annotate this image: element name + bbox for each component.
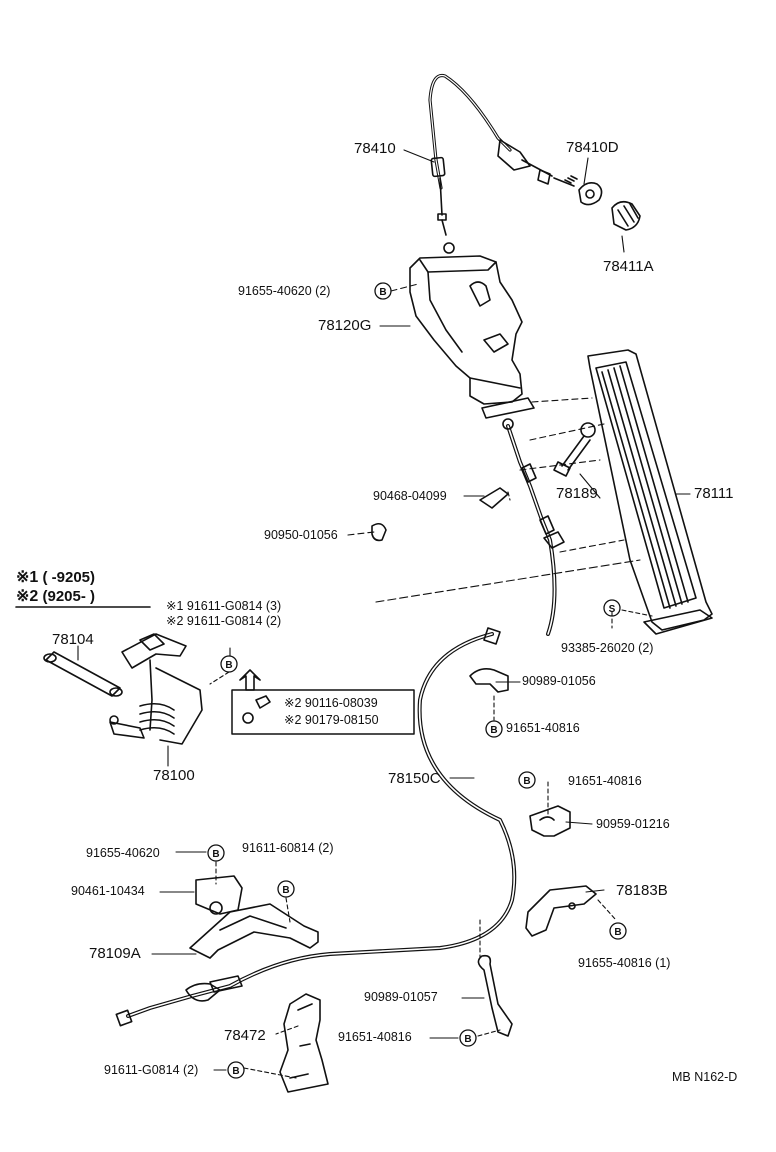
cable-78410: [428, 73, 578, 254]
label-91655-40620: 91655-40620: [86, 846, 160, 860]
label-90959-01216: 90959-01216: [596, 817, 670, 831]
label-91651-40816-b: 91651-40816: [568, 774, 642, 788]
pedal-lever-78120G: [409, 255, 535, 419]
badge-b-text: B: [523, 776, 530, 787]
clip-90989-01057: [477, 954, 513, 1037]
stopper-78189: [553, 422, 596, 477]
label-78183B: 78183B: [616, 882, 668, 899]
label-90950-01056: 90950-01056: [264, 528, 338, 542]
bracket-78109A: [189, 903, 319, 959]
label-78104: 78104: [52, 631, 94, 648]
label-78411A: 78411A: [603, 258, 654, 275]
clip-90950: [371, 522, 387, 542]
diagram-code: MB N162-D: [672, 1070, 738, 1084]
label-91611-g0814-2: ※2 91611-G0814 (2): [166, 614, 282, 628]
label-90179-08150: ※2 90179-08150: [284, 713, 379, 727]
badge-b-text: B: [379, 287, 386, 298]
clamp-90959-01216: [529, 805, 571, 837]
legend-row-2: ※2 (9205- ): [16, 589, 95, 605]
label-90461-10434: 90461-10434: [71, 884, 145, 898]
badge-b-text: B: [232, 1066, 239, 1077]
label-78189: 78189: [556, 485, 598, 502]
pedal-pad-78111: [587, 349, 713, 635]
label-91655-40620-2: 91655-40620 (2): [238, 284, 331, 298]
badge-s-icon: [603, 599, 621, 617]
label-90989-01056: 90989-01056: [522, 674, 596, 688]
leader-lines: [77, 149, 691, 1079]
label-78120G: 78120G: [318, 317, 372, 334]
label-90116-08039: ※2 90116-08039: [284, 696, 378, 710]
clip-78410D: [578, 182, 603, 206]
legend-text-1: ( -9205): [42, 569, 96, 586]
legend-row-1: ※1 ( -9205): [16, 570, 95, 586]
legend-mark-2: ※2: [16, 588, 39, 605]
nut-90179: [242, 712, 254, 724]
legend-text-2: (9205- ): [42, 588, 96, 605]
label-93385-26020: 93385-26020 (2): [561, 641, 654, 655]
label-91611-g0814-3: ※1 91611-G0814 (3): [166, 599, 282, 613]
badge-b-text: B: [464, 1034, 471, 1045]
label-78472: 78472: [224, 1027, 266, 1044]
badge-b-text: B: [490, 725, 497, 736]
label-78410: 78410: [354, 140, 396, 157]
clamp-90989-01056: [469, 668, 509, 693]
arrow-icon: [239, 669, 261, 691]
badge-s-text: S: [609, 604, 616, 615]
badge-b-icon: [207, 282, 627, 1079]
clip-90468: [479, 487, 509, 509]
retainer-90461: [195, 875, 243, 915]
bolt-90116: [255, 695, 271, 709]
grommet-78411A: [611, 200, 641, 231]
label-78100: 78100: [153, 767, 195, 784]
label-78410D: 78410D: [566, 139, 619, 156]
badge-b-text: B: [614, 927, 621, 938]
label-91611-60814: 91611-60814 (2): [242, 841, 334, 855]
legend-mark-1: ※1: [16, 569, 39, 586]
rod-78104: [43, 651, 123, 697]
label-78150C: 78150C: [388, 770, 441, 787]
label-78111: 78111: [694, 485, 734, 502]
label-91651-40816-c: 91651-40816: [338, 1030, 412, 1044]
label-90468-04099: 90468-04099: [373, 489, 447, 503]
label-78109A: 78109A: [89, 945, 141, 962]
bracket-78472: [279, 993, 329, 1093]
badge-b-text: B: [212, 849, 219, 860]
label-91655-40816-1: 91655-40816 (1): [578, 956, 671, 970]
label-91651-40816-a: 91651-40816: [506, 721, 580, 735]
linkage-78100: [109, 633, 203, 745]
label-91611-g0814-b: 91611-G0814 (2): [104, 1063, 199, 1077]
label-90989-01057: 90989-01057: [364, 990, 438, 1004]
kit-box: [231, 689, 415, 735]
bracket-78183B: [525, 885, 597, 937]
badge-b-text: B: [282, 885, 289, 896]
badge-b-text: B: [225, 660, 232, 671]
